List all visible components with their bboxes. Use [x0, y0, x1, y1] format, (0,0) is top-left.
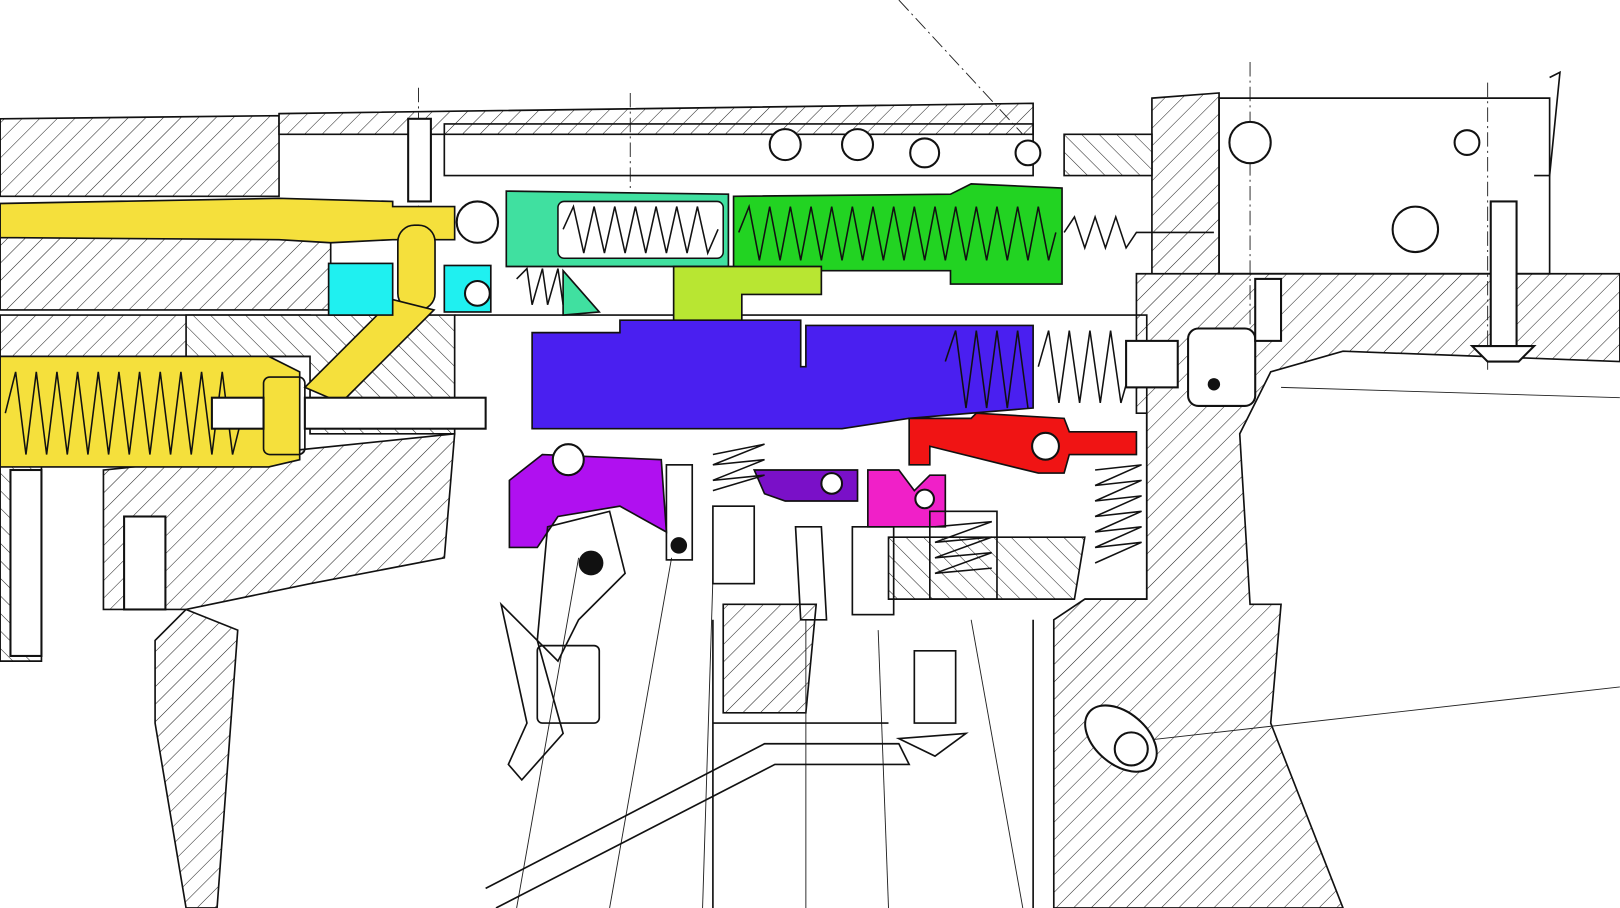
guide-block	[327, 200, 500, 316]
safety-lever	[908, 412, 1142, 564]
trigger	[499, 443, 694, 782]
receiver-body	[0, 92, 1620, 908]
main-spring-housing	[732, 183, 1214, 285]
catch	[851, 469, 998, 758]
disconnector	[712, 443, 859, 621]
pins-and-screws	[9, 117, 1537, 773]
striker-spring-housing	[505, 190, 730, 316]
buffer-rod-assembly	[0, 197, 487, 468]
center-lines	[418, 0, 1620, 908]
slide	[531, 319, 1257, 430]
